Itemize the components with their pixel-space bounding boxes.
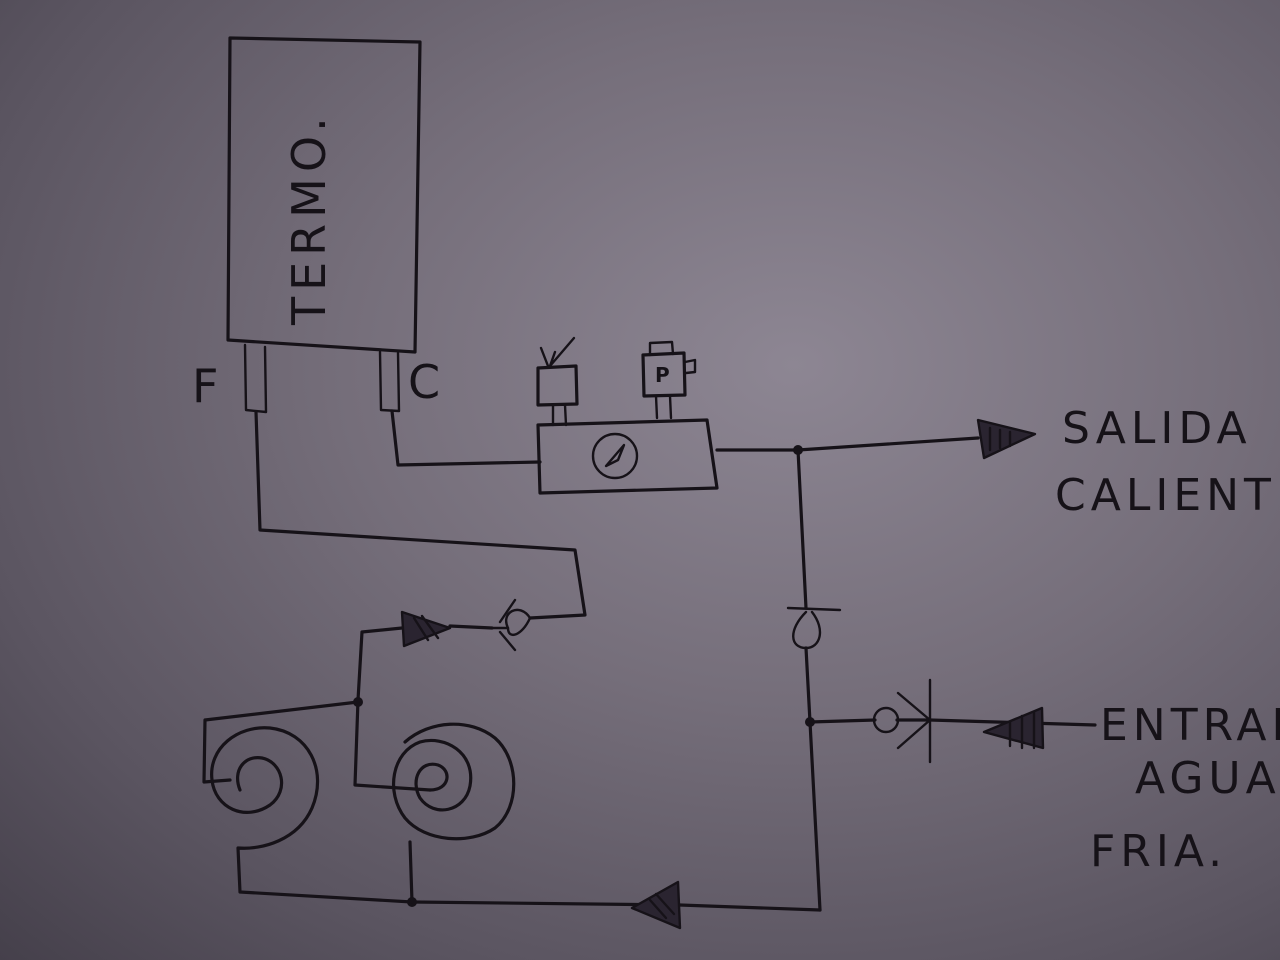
- port-cold-label: F: [192, 359, 218, 413]
- cold-inlet-label-line2: AGUA: [1135, 753, 1280, 804]
- hot-pipe-to-valve: [390, 409, 542, 467]
- thermostatic-valve-block: [536, 418, 719, 495]
- hot-outlet-label-line1: SALIDA: [1062, 403, 1252, 454]
- gauge-letter: P: [655, 363, 670, 387]
- loop-riser-pipe: [353, 626, 432, 792]
- cold-feed-pipe: [254, 410, 587, 620]
- loop-flow-arrow-icon: [400, 610, 452, 648]
- right-pump-volute-icon: [392, 722, 516, 904]
- return-flow-arrow-icon: [630, 880, 682, 930]
- cold-port-stub: [243, 343, 268, 414]
- tank-label: TERMO.: [282, 111, 336, 326]
- hot-port-stub: [378, 350, 401, 413]
- water-heater-tank: TERMO.: [226, 36, 422, 354]
- cold-inlet-arrow-icon: [982, 706, 1045, 750]
- bypass-check-valve-icon: [786, 606, 842, 650]
- valve-actuator: [536, 336, 579, 427]
- hot-outlet-arrow-icon: [976, 418, 1037, 460]
- cold-inlet-label-line3: FRIA.: [1090, 826, 1227, 877]
- cold-inlet-label-line1: ENTRADA: [1100, 700, 1280, 751]
- valve-dial-icon: [591, 432, 639, 480]
- loop-supply-pipe: [448, 624, 494, 630]
- inlet-check-valve-icon: [872, 678, 932, 764]
- pressure-gauge: P: [641, 340, 697, 420]
- cold-inlet-pipe: [808, 718, 1097, 727]
- bypass-pipe: [796, 448, 822, 912]
- loop-check-valve-icon: [490, 598, 532, 652]
- hot-outlet-pipe: [715, 436, 980, 452]
- left-pump-volute-icon: [202, 700, 414, 904]
- port-hot-label: C: [408, 355, 440, 409]
- bottom-return-pipe: [410, 900, 822, 912]
